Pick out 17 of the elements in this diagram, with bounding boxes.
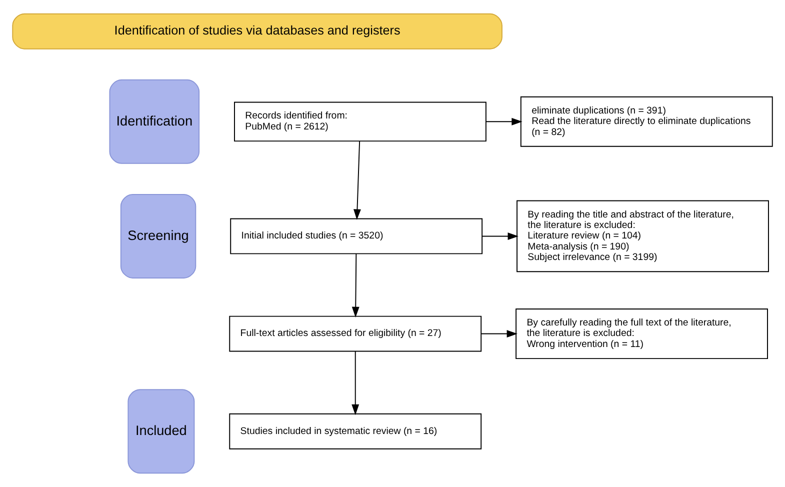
node-box: By reading the title and abstract of the literature, the literature is excluded: Literature review (n = 104) Meta-analysis (n = 190) Subject irrelevance (n = 3199) [516, 200, 769, 272]
node-box: Studies included in systematic review (n = 16) [229, 413, 482, 450]
arrow [486, 118, 522, 126]
node-box: Identification of studies via databases and registers [12, 13, 502, 50]
node-box: Records identified from: PubMed (n = 2612) [234, 102, 486, 142]
node-box: Initial included studies (n = 3520) [230, 218, 483, 254]
node-box: Full-text articles assessed for eligibility (n = 27) [229, 316, 482, 352]
arrow [480, 330, 518, 338]
node-box: By carefully reading the full text of the literature, the literature is excluded: Wrong intervention (n = 11) [516, 308, 768, 360]
arrow [352, 253, 360, 318]
node-box: Included [128, 389, 195, 474]
node-box: Identification [109, 79, 200, 164]
arrow [352, 350, 360, 416]
arrow [482, 232, 518, 240]
arrow [354, 140, 361, 220]
node-box: eliminate duplications (n = 391) Read the literature directly to eliminate duplications (n = 82) [520, 96, 773, 147]
node-box: Screening [120, 194, 196, 278]
